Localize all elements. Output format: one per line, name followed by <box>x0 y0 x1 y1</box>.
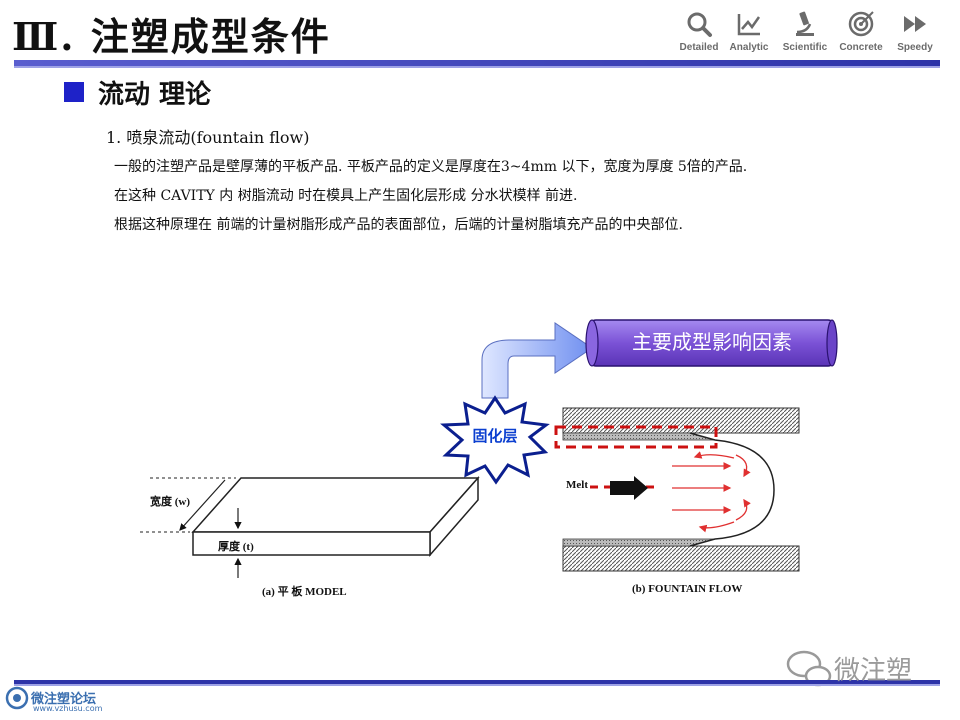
solid-layer-burst <box>440 395 550 485</box>
body-line-2: 在这种 CAVITY 内 树脂流动 时在模具上产生固化层形成 分水状模样 前进. <box>114 188 578 204</box>
forum-name: 微注塑论坛 <box>31 692 97 707</box>
solid-layer-label: 固化层 <box>472 427 518 445</box>
melt-label: Melt <box>566 479 588 491</box>
nav-detailed-button[interactable]: Detailed <box>672 10 726 53</box>
nav-concrete-button[interactable]: Concrete <box>834 10 888 53</box>
forum-url: www.vzhusu.com <box>33 704 103 713</box>
curved-arrow <box>481 322 593 399</box>
footer-divider <box>14 680 940 684</box>
nav-analytic-button[interactable]: Analytic <box>722 10 776 53</box>
watermark-text: 微注塑 <box>834 656 913 686</box>
item-title: 1. 喷泉流动(fountain flow) <box>106 128 310 147</box>
header-divider-light <box>14 66 940 68</box>
width-label: 宽度 (w) <box>150 496 191 508</box>
nav-label: Concrete <box>839 42 883 53</box>
nav-scientific-button[interactable]: Scientific <box>778 10 832 53</box>
header-divider <box>14 60 940 66</box>
caption-plate-model: (a) 平 板 MODEL <box>262 586 347 598</box>
caption-fountain-flow: (b) FOUNTAIN FLOW <box>632 583 743 595</box>
nav-label: Scientific <box>782 42 828 53</box>
body-line-3: 根据这种原理在 前端的计量树脂形成产品的表面部位，后端的计量树脂填充产品的中央部… <box>114 217 683 233</box>
section-title: 流动 理论 <box>98 80 212 110</box>
banner-label: 主要成型影响因素 <box>632 330 792 354</box>
section-bullet <box>64 82 84 102</box>
banner-scroll <box>585 319 838 367</box>
body-line-1: 一般的注塑产品是壁厚薄的平板产品. 平板产品的定义是厚度在3~4mm 以下，宽度… <box>114 159 748 175</box>
page-title: Ⅲ. 注塑成型条件 <box>12 14 331 59</box>
fast-forward-icon <box>904 16 926 32</box>
fountain-flow <box>554 407 800 572</box>
search-icon <box>687 12 712 37</box>
nav-label: Speedy <box>897 42 933 53</box>
forum-logo-icon <box>5 686 29 710</box>
line-chart-icon <box>737 14 761 36</box>
microscope-icon <box>796 11 814 36</box>
nav-label: Analytic <box>729 42 769 53</box>
nav-label: Detailed <box>679 42 719 53</box>
footer-divider-light <box>14 684 940 686</box>
target-icon <box>848 11 874 37</box>
thickness-label: 厚度 (t) <box>218 541 254 553</box>
nav-speedy-button[interactable]: Speedy <box>888 10 942 53</box>
plate-model <box>140 476 480 578</box>
